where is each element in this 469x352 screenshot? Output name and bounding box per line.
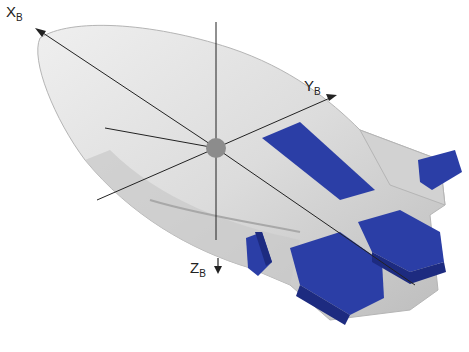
axis-name: Y <box>304 77 314 94</box>
axis-label: ZB <box>190 260 206 275</box>
axis-subscript: B <box>16 12 23 23</box>
axis-subscript: B <box>199 268 206 279</box>
axis-subscript: B <box>314 86 321 97</box>
axis-label: YB <box>304 78 321 93</box>
axis-name: X <box>6 3 16 20</box>
axis-label: XB <box>6 4 23 19</box>
axis-name: Z <box>190 259 199 276</box>
